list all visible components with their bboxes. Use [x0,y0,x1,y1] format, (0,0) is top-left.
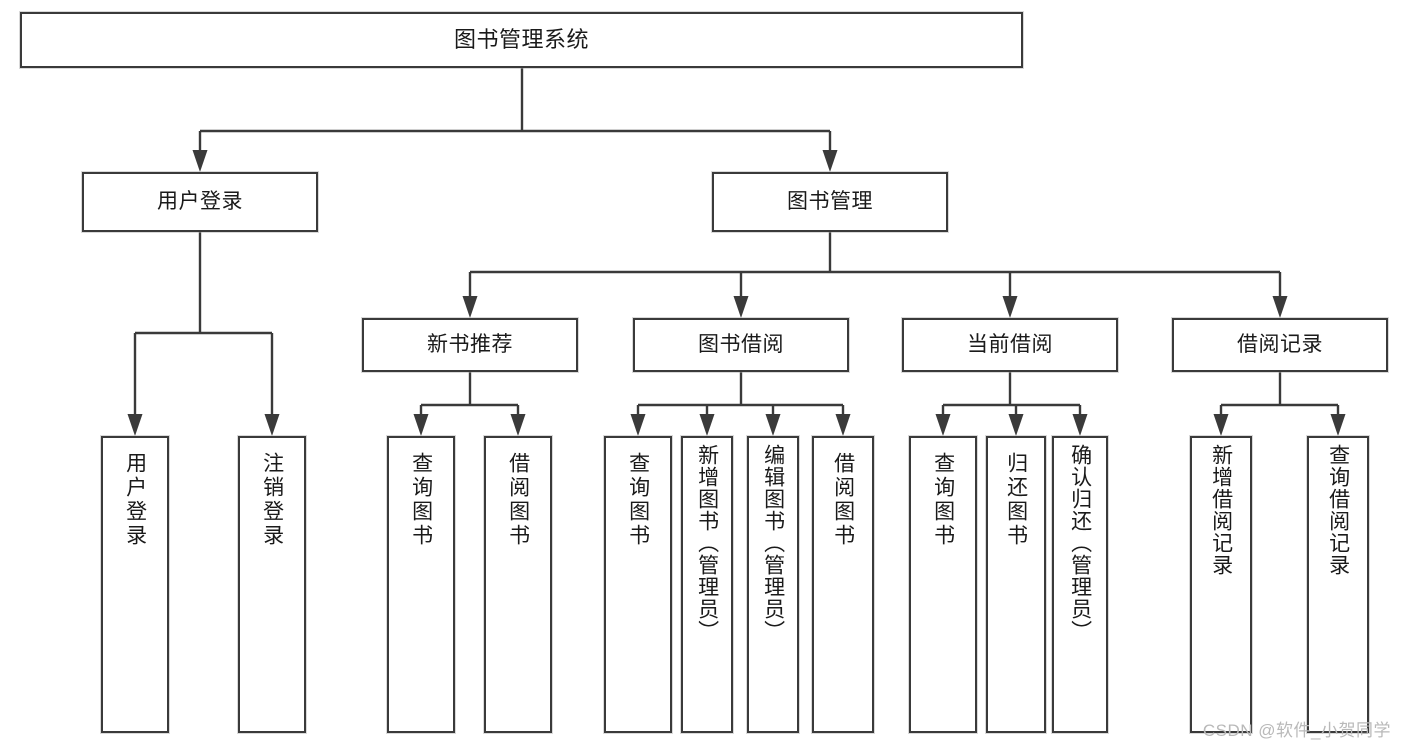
node-currborrow[interactable]: 当前借阅 [902,318,1118,372]
node-label-leaf-new-1: 查询图书 [409,452,433,548]
node-borrowbook[interactable]: 图书借阅 [633,318,849,372]
node-leaf-login-2[interactable]: 注销登录 [238,436,306,733]
node-label-leaf-cur-1: 查询图书 [931,452,955,548]
node-leaf-cur-1[interactable]: 查询图书 [909,436,977,733]
arrowhead-leaf-rec-2 [1330,414,1346,436]
node-label-leaf-bor-4: 借阅图书 [831,452,855,548]
node-root[interactable]: 图书管理系统 [20,12,1023,68]
node-label-bookmgmt: 图书管理 [787,189,873,213]
node-borrowrec[interactable]: 借阅记录 [1172,318,1388,372]
node-label-root: 图书管理系统 [453,27,589,53]
arrowhead-borrowbook [733,296,749,318]
node-label-borrowrec: 借阅记录 [1237,332,1323,356]
node-label-currborrow: 当前借阅 [967,332,1053,356]
node-label-newbook: 新书推荐 [427,332,513,356]
node-leaf-rec-2[interactable]: 查询借阅记录 [1307,436,1369,733]
node-leaf-cur-2[interactable]: 归还图书 [986,436,1046,733]
node-leaf-bor-2[interactable]: 新增图书（管理员） [681,436,733,733]
node-label-leaf-rec-2: 查询借阅记录 [1326,444,1350,576]
arrowhead-leaf-login-2 [264,414,280,436]
node-leaf-login-1[interactable]: 用户登录 [101,436,169,733]
arrowhead-newbook [462,296,478,318]
node-leaf-new-1[interactable]: 查询图书 [387,436,455,733]
watermark: CSDN @软件_小贺同学 [1202,721,1391,740]
node-leaf-bor-1[interactable]: 查询图书 [604,436,672,733]
node-label-leaf-bor-3: 编辑图书（管理员） [761,444,785,642]
arrowhead-currborrow [1002,296,1018,318]
node-label-leaf-bor-2: 新增图书（管理员） [695,444,719,642]
node-newbook[interactable]: 新书推荐 [362,318,578,372]
node-leaf-new-2[interactable]: 借阅图书 [484,436,552,733]
arrowhead-leaf-login-1 [127,414,143,436]
node-label-leaf-cur-3: 确认归还（管理员） [1068,444,1092,642]
arrowhead-leaf-cur-2 [1008,414,1024,436]
arrowhead-leaf-rec-1 [1213,414,1229,436]
arrowhead-bookmgmt [822,150,838,172]
arrowhead-leaf-cur-1 [935,414,951,436]
node-label-leaf-login-1: 用户登录 [123,452,147,548]
arrowhead-borrowrec [1272,296,1288,318]
node-leaf-bor-3[interactable]: 编辑图书（管理员） [747,436,799,733]
arrowhead-leaf-bor-2 [699,414,715,436]
arrowhead-leaf-new-2 [510,414,526,436]
node-label-borrowbook: 图书借阅 [698,332,784,356]
node-label-leaf-cur-2: 归还图书 [1004,452,1028,548]
node-label-login: 用户登录 [157,189,243,213]
arrowhead-leaf-bor-4 [835,414,851,436]
arrowhead-leaf-new-1 [413,414,429,436]
node-label-leaf-new-2: 借阅图书 [506,452,530,548]
node-login[interactable]: 用户登录 [82,172,318,232]
node-leaf-cur-3[interactable]: 确认归还（管理员） [1052,436,1108,733]
arrowhead-leaf-bor-3 [765,414,781,436]
node-leaf-bor-4[interactable]: 借阅图书 [812,436,874,733]
node-leaf-rec-1[interactable]: 新增借阅记录 [1190,436,1252,733]
node-label-leaf-bor-1: 查询图书 [626,452,650,548]
node-label-leaf-login-2: 注销登录 [260,452,284,548]
node-bookmgmt[interactable]: 图书管理 [712,172,948,232]
arrowhead-leaf-bor-1 [630,414,646,436]
arrowhead-leaf-cur-3 [1072,414,1088,436]
arrowhead-login [192,150,208,172]
node-label-leaf-rec-1: 新增借阅记录 [1209,444,1233,576]
